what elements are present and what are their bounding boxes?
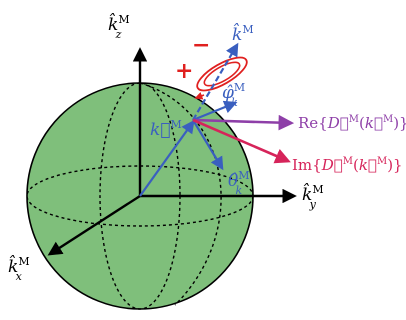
k-vector-arrow	[139, 119, 195, 197]
phi-hat-arrow	[192, 100, 238, 122]
im-d-arrow	[192, 118, 291, 164]
k-hat-label: k̂M	[232, 23, 254, 45]
k-vec-label: k⃗M	[150, 118, 182, 140]
k-hat-arrow	[192, 42, 239, 121]
theta-hat-arrow	[192, 119, 224, 171]
kx-axis	[47, 194, 141, 256]
re-d-arrow	[192, 114, 295, 131]
rotation-ellipse-outer	[196, 56, 248, 92]
plus-sign: +	[175, 58, 193, 84]
re-d-label: Re{D⃗M(k⃗M)}	[298, 114, 406, 132]
im-d-label: Im{D⃗M(k⃗M)}	[292, 156, 403, 174]
rotation-arrow	[194, 92, 205, 100]
rotation-ellipse-inner	[203, 61, 241, 87]
minus-sign: −	[192, 32, 210, 58]
